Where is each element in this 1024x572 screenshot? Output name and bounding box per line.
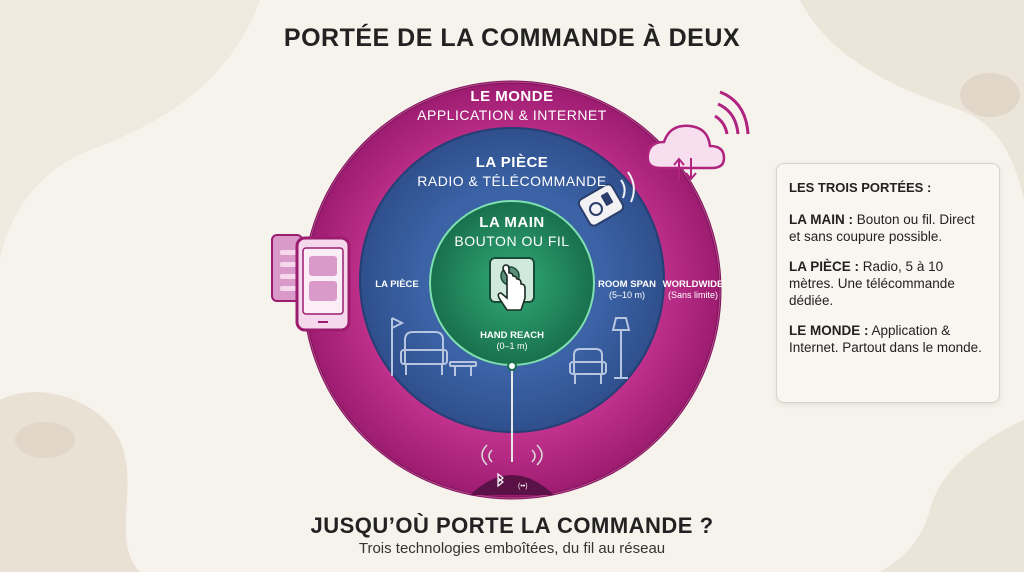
worldwide-range: (Sans limite) [667,290,718,300]
inner-ring-subtitle: BOUTON OU FIL [454,233,570,249]
hand-reach-text: HAND REACH [480,330,544,341]
bottom-node-label: (••) [518,483,528,490]
bottom-subtitle: Trois technologies emboîtées, du fil au … [358,540,666,557]
info-panel: LES TROIS PORTÉES : LA MAIN : Bouton ou … [776,163,1000,403]
remote-control-icon [577,171,635,227]
info-text: Bouton ou fil. Direct et sans coupure po… [789,212,975,244]
floor-lamp-icon [611,317,631,379]
bottom-title: JUSQU’OÙ PORTE LA COMMANDE ? [310,513,714,538]
inner-ring-label: LA MAIN BOUTON OU FIL [432,214,592,249]
floor-lamp-icon [391,317,405,376]
middle-ring-label: LA PIÈCE RADIO & TÉLÉCOMMANDE [402,154,622,189]
info-text: Radio, 5 à 10 mètres. Une télécommande d… [789,259,955,308]
left-piece-text: LA PIÈCE [375,279,419,290]
hand-press-button-icon [489,257,535,311]
info-item-world: LE MONDE : Application & Internet. Parto… [789,322,987,356]
room-span-range: (5–10 m) [608,290,645,300]
page-title: PORTÉE DE LA COMMANDE À DEUX [283,24,741,52]
outer-ring-subtitle: APPLICATION & INTERNET [417,107,607,123]
left-piece-label: LA PIÈCE [362,279,432,290]
cloud-sync-icon [646,90,750,181]
outer-ring-title: LE MONDE [470,88,554,105]
armchair-icon [400,331,477,376]
info-text: Application & Internet. Partout dans le … [789,323,982,355]
info-item-hand: LA MAIN : Bouton ou fil. Direct et sans … [789,211,987,245]
phone-app-icon [271,234,351,332]
room-span-text: ROOM SPAN [598,279,656,290]
info-term: LA MAIN : [789,212,853,227]
inner-ring-title: LA MAIN [479,214,545,231]
outer-ring-label: LE MONDE APPLICATION & INTERNET [412,88,612,123]
info-term: LE MONDE : [789,323,869,338]
info-term: LA PIÈCE : [789,259,860,274]
armchair-icon [569,348,607,384]
hand-reach-label: HAND REACH (0–1 m) [472,330,552,352]
wifi-waves-icon [481,444,543,466]
worldwide-text: WORLDWIDE [662,279,724,290]
info-item-room: LA PIÈCE : Radio, 5 à 10 mètres. Une tél… [789,258,987,309]
hand-reach-range: (0–1 m) [496,341,528,351]
info-heading: LES TROIS PORTÉES : [789,180,932,195]
middle-ring-title: LA PIÈCE [475,154,549,171]
bluetooth-icon [497,472,504,488]
worldwide-label: WORLDWIDE (Sans limite) [660,279,726,301]
middle-ring-subtitle: RADIO & TÉLÉCOMMANDE [417,173,607,189]
room-span-label: ROOM SPAN (5–10 m) [596,279,658,301]
